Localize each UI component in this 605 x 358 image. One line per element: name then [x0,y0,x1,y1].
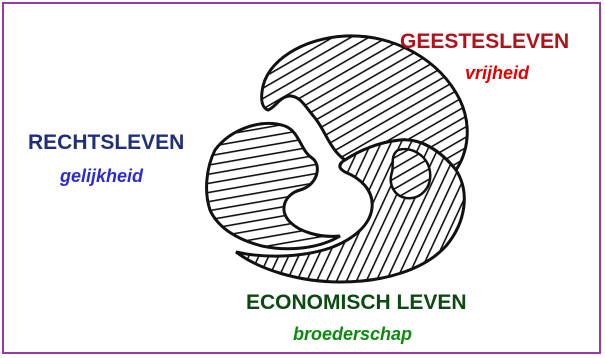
inner-hatched-lobe [389,147,432,200]
economisch-leven-title: ECONOMISCH LEVEN [246,291,467,314]
left-hatched-form [205,122,341,251]
rechtsleven-title: RECHTSLEVEN [28,131,185,154]
rechtsleven-subtitle: gelijkheid [60,166,144,186]
geestesleven-title: GEESTESLEVEN [400,30,570,53]
economisch-leven-subtitle: broederschap [293,324,413,344]
geestesleven-subtitle: vrijheid [465,63,530,83]
